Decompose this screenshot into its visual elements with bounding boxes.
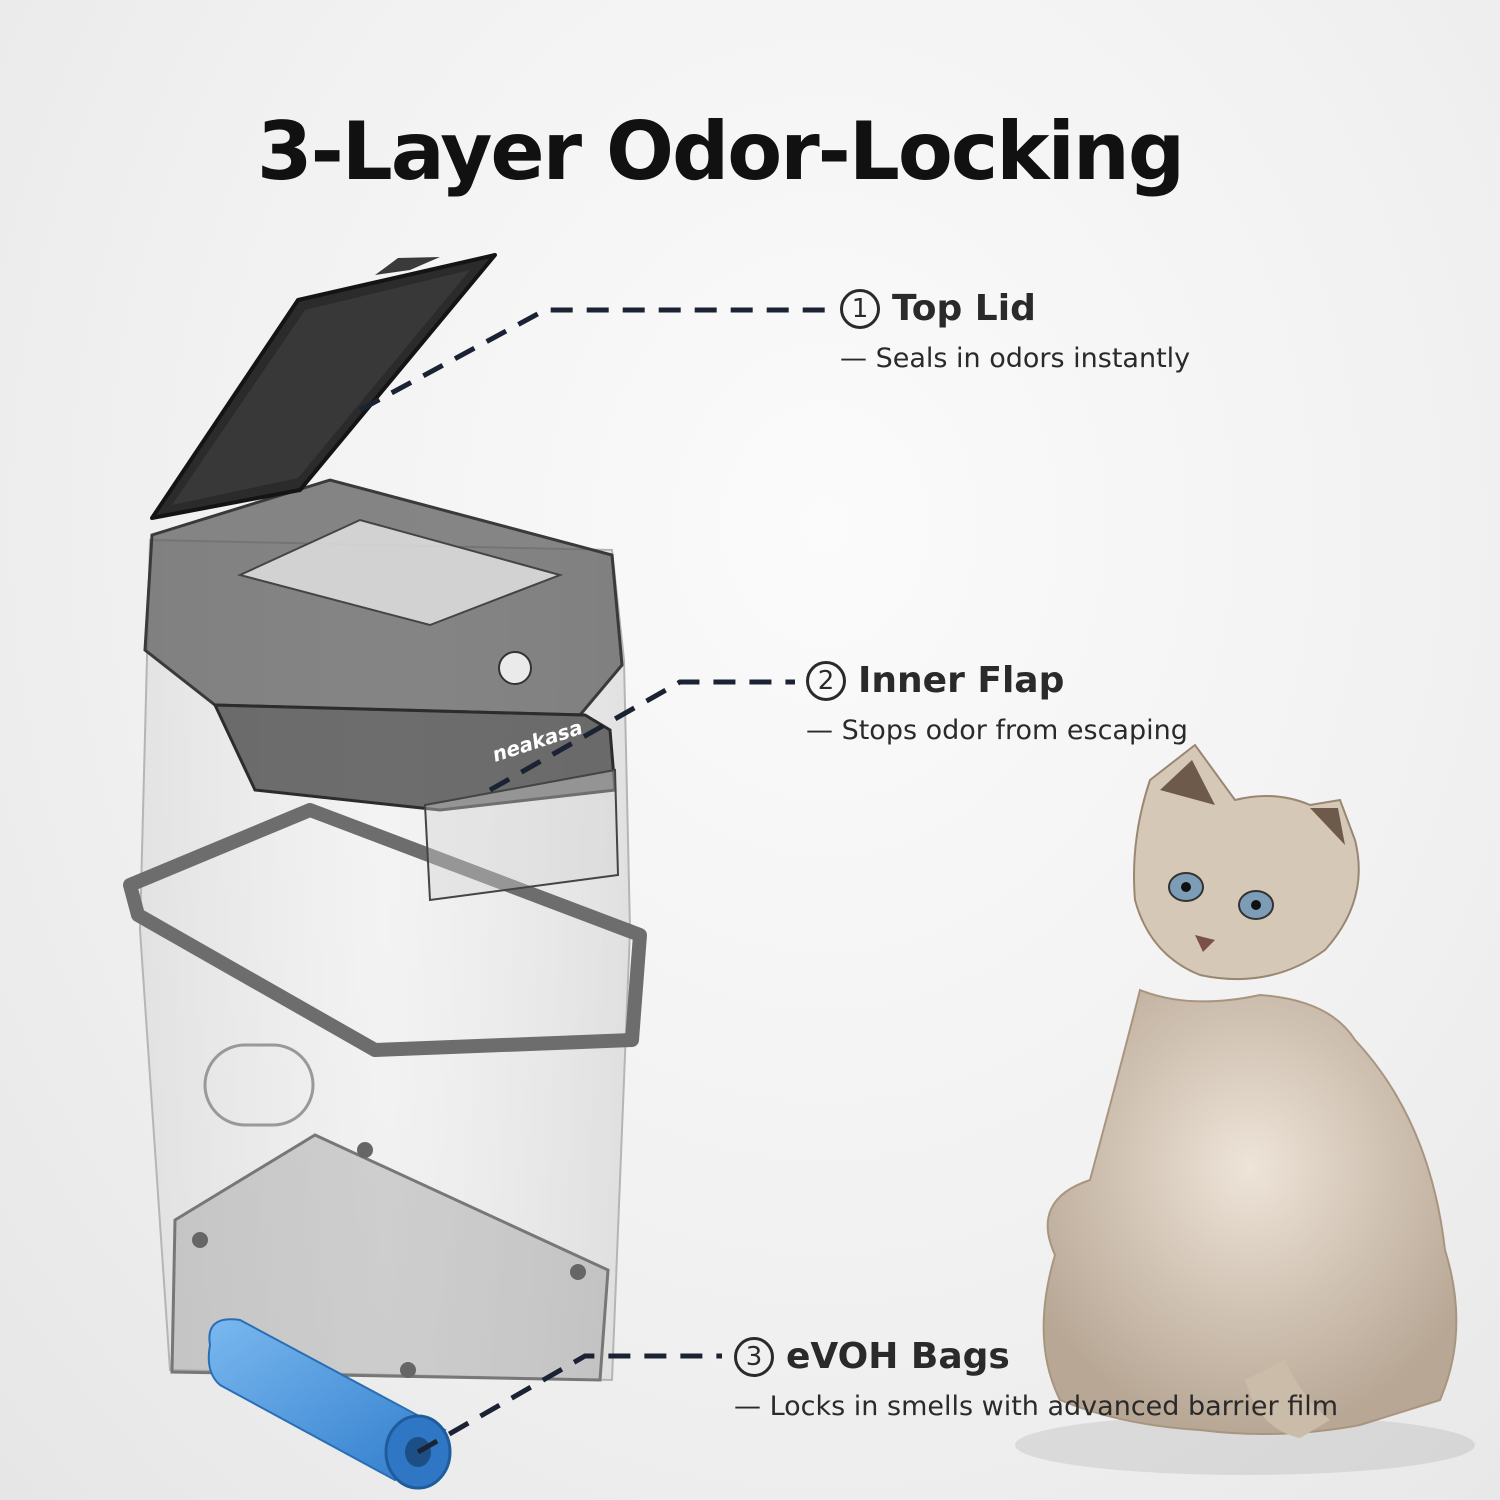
feature-inner-flap: 2 Inner Flap — Stops odor from escaping bbox=[806, 660, 1188, 746]
leader-line-evoh-bags bbox=[416, 1353, 722, 1455]
feature-number-badge: 1 bbox=[840, 288, 880, 329]
inner-flap: neakasa bbox=[212, 703, 620, 902]
feature-top-lid: 1 Top Lid — Seals in odors instantly bbox=[840, 288, 1190, 374]
feature-name: Inner Flap bbox=[858, 660, 1065, 701]
cat-image bbox=[1015, 743, 1475, 1475]
page-title: 3-Layer Odor-Locking bbox=[256, 105, 1185, 198]
feature-description: — Seals in odors instantly bbox=[840, 343, 1191, 374]
rim-frame bbox=[123, 803, 647, 1057]
feature-name: Top Lid bbox=[892, 288, 1036, 329]
feature-description: — Stops odor from escaping bbox=[806, 715, 1188, 746]
feature-number-badge: 2 bbox=[806, 660, 846, 701]
feature-name: eVOH Bags bbox=[786, 1336, 1010, 1377]
feature-description: — Locks in smells with advanced barrier … bbox=[734, 1391, 1339, 1422]
feature-number-badge: 3 bbox=[734, 1336, 774, 1377]
leader-line-top-lid bbox=[358, 307, 825, 413]
top-housing bbox=[143, 478, 624, 717]
top-lid bbox=[150, 253, 497, 520]
leader-line-inner-flap bbox=[488, 679, 795, 793]
feature-evoh-bags: 3 eVOH Bags — Locks in smells with advan… bbox=[734, 1336, 1338, 1422]
leader-lines bbox=[358, 307, 825, 1455]
